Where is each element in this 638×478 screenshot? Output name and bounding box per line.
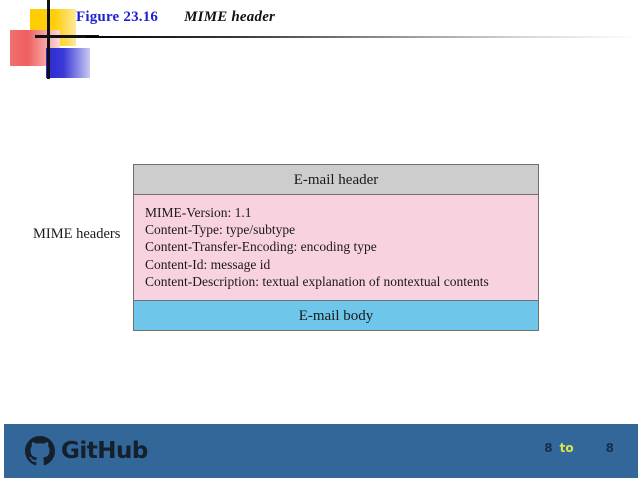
mime-header-line: Content-Transfer-Encoding: encoding type [145, 239, 377, 255]
mime-header-line: MIME-Version: 1.1 [145, 205, 252, 220]
page-current: 8 [544, 441, 553, 455]
mime-header-line: Content-Type: type/subtype [145, 222, 296, 238]
page-title: Figure 23.16 MIME header [76, 8, 275, 26]
mime-header-line: Content-Description: textual explanation… [145, 273, 489, 289]
email-body-box: E-mail body [133, 300, 539, 332]
page-indicator: 8 to 8 [544, 441, 626, 455]
github-wordmark: GitHub [61, 438, 148, 464]
footer-bar: GitHub 8 to 8 [4, 424, 638, 478]
mime-headers-box: MIME-Version: 1.1 Content-Type: type/sub… [133, 194, 539, 301]
github-octocat-icon [25, 436, 55, 466]
decorative-horizontal-line [35, 35, 99, 38]
header-decoration [0, 0, 120, 90]
decorative-blue-square [46, 48, 90, 78]
email-header-box: E-mail header [133, 164, 539, 194]
figure-number: Figure 23.16 [76, 9, 159, 25]
page-separator: to [559, 441, 574, 455]
mime-header-diagram: E-mail header MIME-Version: 1.1 Content-… [133, 164, 539, 332]
page-total: 8 [605, 441, 614, 455]
title-divider [86, 36, 638, 38]
mime-header-line: Content-Id: message id [145, 256, 271, 272]
figure-title: MIME header [184, 9, 276, 25]
mime-headers-label: MIME headers [33, 226, 121, 242]
decorative-vertical-line [47, 0, 50, 79]
github-logo: GitHub [25, 436, 148, 466]
